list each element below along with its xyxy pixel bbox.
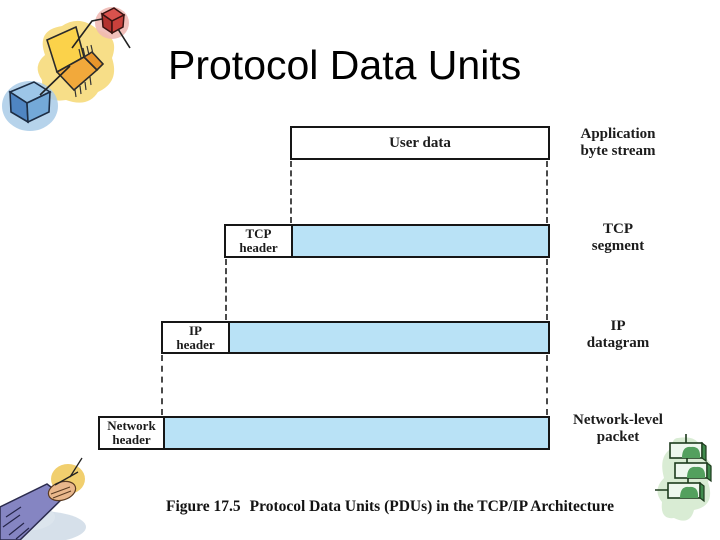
dashed-connector — [546, 355, 548, 415]
hand-holding-package-clipart-icon — [0, 457, 86, 540]
tcp-segment-row: TCP header — [224, 224, 550, 258]
ip-payload-box — [230, 323, 548, 352]
tcp-payload-box — [293, 226, 548, 256]
dashed-connector — [290, 161, 292, 223]
network-header-box: Network header — [100, 418, 165, 448]
figure-caption-text: Protocol Data Units (PDUs) in the TCP/IP… — [249, 498, 614, 515]
dashed-connector — [161, 355, 163, 415]
ip-header-label-line1: IP — [189, 322, 202, 338]
network-payload-box — [165, 418, 548, 448]
user-data-box: User data — [290, 126, 550, 160]
network-packet-row: Network header — [98, 416, 550, 450]
stacked-green-drives-clipart-icon — [655, 434, 712, 521]
label-network-level-packet: Network-level packet — [573, 412, 663, 445]
ip-header-box: IP header — [163, 323, 230, 352]
dashed-connector — [546, 259, 548, 320]
network-header-label-line2: header — [112, 432, 151, 447]
figure-caption: Figure 17.5 Protocol Data Units (PDUs) in… — [100, 498, 680, 516]
label-application-byte-stream: Application byte stream — [580, 126, 656, 159]
network-header-label-line1: Network — [107, 418, 156, 433]
dashed-connector — [225, 259, 227, 320]
figure-number: Figure 17.5 — [166, 498, 241, 515]
tcp-header-label-line2: header — [239, 240, 278, 255]
label-tcp-segment: TCP segment — [591, 221, 645, 254]
ip-datagram-row: IP header — [161, 321, 550, 354]
tcp-header-label-line1: TCP — [245, 226, 272, 241]
slide-title: Protocol Data Units — [168, 42, 522, 88]
label-ip-datagram: IP datagram — [586, 318, 650, 351]
user-data-label: User data — [389, 134, 451, 151]
tcp-header-box: TCP header — [226, 226, 293, 256]
connected-3d-boxes-clipart-icon — [2, 7, 131, 131]
dashed-connector — [546, 161, 548, 223]
ip-header-label-line2: header — [176, 336, 215, 352]
